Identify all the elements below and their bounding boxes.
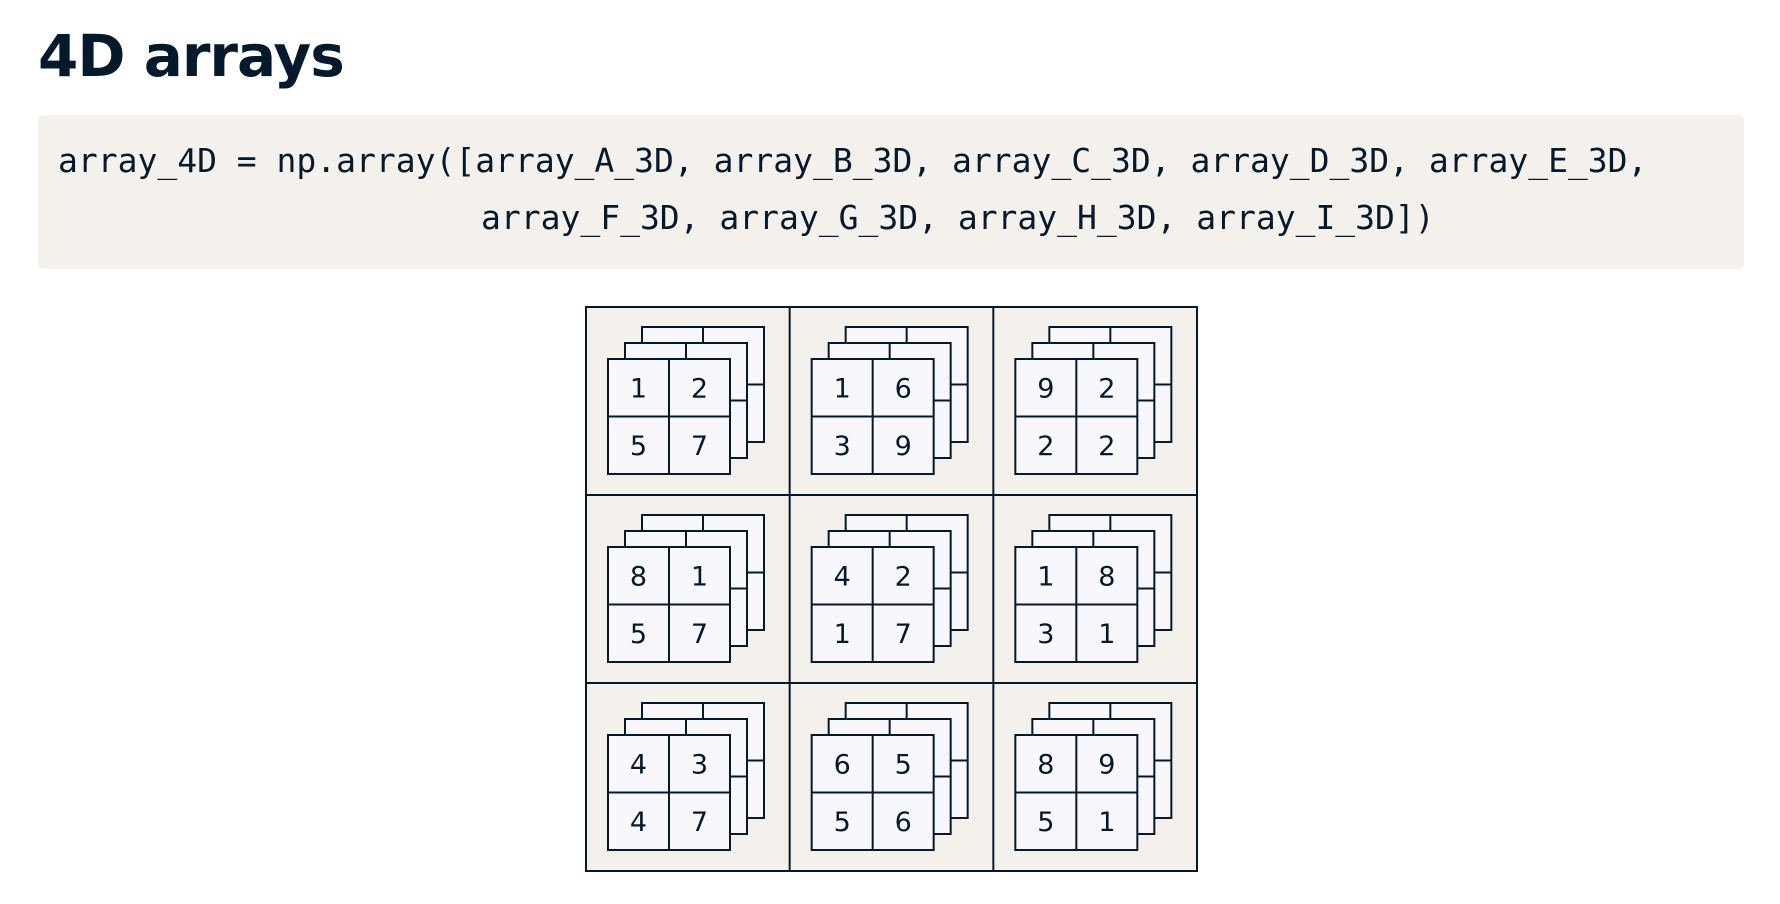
- array-value: 1: [834, 373, 851, 404]
- array-value: 1: [1098, 619, 1115, 650]
- array-value: 5: [630, 619, 647, 650]
- array-value: 1: [834, 619, 851, 650]
- code-block: array_4D = np.array([array_A_3D, array_B…: [38, 115, 1744, 269]
- array-3d-stack: 9 2 2 2: [1014, 326, 1173, 475]
- array-3d-stack: 4 3 4 7: [607, 702, 765, 851]
- front-2d-array: 9 2 2 2: [1014, 358, 1139, 475]
- front-2d-array: 8 1 5 7: [607, 546, 731, 663]
- array-value: 1: [691, 561, 708, 592]
- array-value: 1: [630, 373, 647, 404]
- array-value: 2: [1098, 431, 1115, 462]
- array-value: 8: [1037, 749, 1054, 780]
- array-value: 7: [691, 431, 708, 462]
- code-line-1: array_4D = np.array([array_A_3D, array_B…: [58, 141, 1648, 180]
- array-value: 8: [630, 561, 647, 592]
- array-value: 3: [691, 749, 708, 780]
- array-value: 2: [895, 561, 912, 592]
- array-3d-stack: 8 9 5 1: [1014, 702, 1173, 851]
- array-3d-stack: 1 2 5 7: [607, 326, 765, 475]
- array-value: 1: [1098, 807, 1115, 838]
- front-2d-array: 4 3 4 7: [607, 734, 731, 851]
- array-value: 5: [895, 749, 912, 780]
- array-value: 7: [691, 619, 708, 650]
- code-line-2: array_F_3D, array_G_3D, array_H_3D, arra…: [481, 198, 1435, 237]
- array-3d-stack: 6 5 5 6: [810, 702, 969, 851]
- front-2d-array: 6 5 5 6: [810, 734, 935, 851]
- array-value: 4: [630, 749, 647, 780]
- array-value: 6: [895, 807, 912, 838]
- array-value: 6: [834, 749, 851, 780]
- array-value: 5: [630, 431, 647, 462]
- array-3d-stack: 4 2 1 7: [810, 514, 969, 663]
- array-3d-stack: 8 1 5 7: [607, 514, 765, 663]
- array-value: 2: [1098, 373, 1115, 404]
- array-value: 6: [895, 373, 912, 404]
- page-title: 4D arrays: [38, 22, 345, 90]
- array-value: 1: [1037, 561, 1054, 592]
- front-2d-array: 8 9 5 1: [1014, 734, 1139, 851]
- array-value: 4: [834, 561, 851, 592]
- array-value: 5: [1037, 807, 1054, 838]
- array-value: 4: [630, 807, 647, 838]
- array-value: 3: [834, 431, 851, 462]
- array-value: 3: [1037, 619, 1054, 650]
- array-value: 9: [1098, 749, 1115, 780]
- array-value: 2: [691, 373, 708, 404]
- front-2d-array: 4 2 1 7: [810, 546, 935, 663]
- array-value: 8: [1098, 561, 1115, 592]
- array-value: 9: [895, 431, 912, 462]
- array-value: 7: [691, 807, 708, 838]
- array-value: 5: [834, 807, 851, 838]
- array-value: 7: [895, 619, 912, 650]
- front-2d-array: 1 2 5 7: [607, 358, 731, 475]
- array-value: 2: [1037, 431, 1054, 462]
- array-value: 9: [1037, 373, 1054, 404]
